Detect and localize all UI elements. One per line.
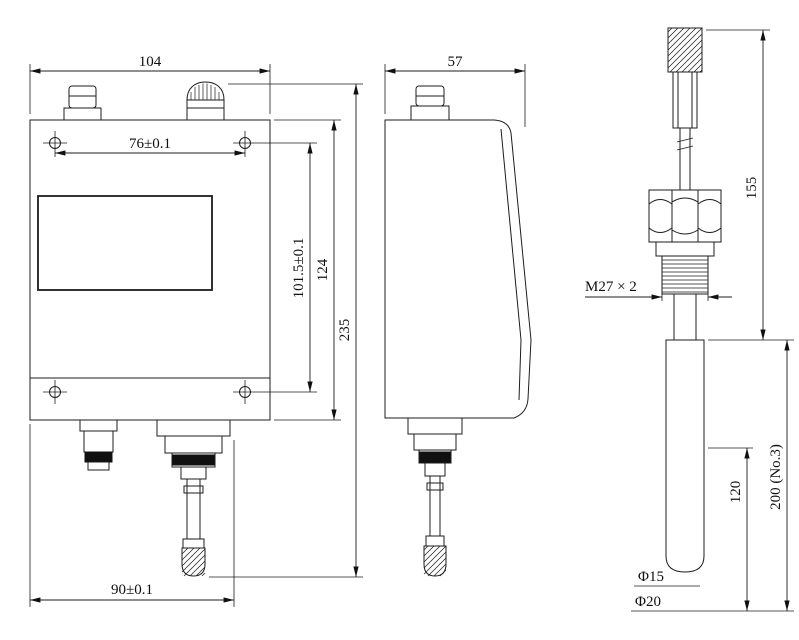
- dia-20-label: Φ20: [635, 594, 661, 610]
- dim-120-label: 120: [728, 481, 744, 504]
- dim-76-label: 76±0.1: [129, 136, 171, 152]
- collar: [655, 241, 715, 257]
- side-case-outline: [384, 119, 532, 419]
- dim-235-label: 235: [337, 319, 353, 342]
- thread-callout: M27 × 2: [585, 279, 732, 300]
- capillary-rod: [676, 128, 694, 190]
- dim-104-label: 104: [139, 54, 162, 70]
- cable-gland-top-right: [186, 81, 225, 121]
- cable-gland-bottom-left: [79, 419, 118, 471]
- dimension-depth-57: 57: [384, 54, 526, 127]
- probe-sheath: [665, 339, 705, 573]
- dimension-bottom-90: 90±0.1: [29, 424, 235, 607]
- dim-124-label: 124: [315, 258, 331, 281]
- hex-nut: [648, 189, 722, 243]
- mounting-hole-bottom-left: [43, 380, 67, 404]
- dimension-case-height-124: 124: [274, 119, 341, 421]
- dimension-total-height-235: 235: [209, 83, 363, 578]
- dia-15-label: Φ15: [638, 569, 664, 585]
- display-window: [37, 195, 213, 291]
- knurled-cap: [667, 27, 703, 73]
- dim-101-label: 101.5±0.1: [291, 238, 307, 299]
- dimension-hole-spacing-101: 101.5±0.1: [257, 142, 317, 393]
- dimension-insert-200: 200 (No.3): [631, 340, 794, 612]
- sensor-fitting-side: [407, 417, 463, 577]
- upper-cylinder: [672, 71, 698, 129]
- side-view: 57: [384, 54, 532, 577]
- dimension-hole-spacing-76: 76±0.1: [55, 136, 245, 156]
- probe-view: M27 × 2 155 120 200 (No.3) Φ15 Φ20: [585, 27, 794, 612]
- cover-seam-line: [500, 128, 522, 401]
- dimension-upper-155: 155: [706, 29, 794, 341]
- cable-gland-top-side: [410, 85, 450, 121]
- front-view: 104 76±0.1 90±0.1 101.5±0.1 124: [29, 54, 363, 607]
- stem: [673, 293, 697, 341]
- dimension-width-104: 104: [29, 54, 271, 114]
- dim-90-label: 90±0.1: [111, 582, 153, 598]
- case-outline: [29, 119, 271, 421]
- dim-57-label: 57: [448, 54, 464, 70]
- dim-200-label: 200 (No.3): [768, 444, 784, 510]
- thread-section: [661, 255, 709, 301]
- mounting-hole-top-right: [233, 131, 257, 157]
- mounting-hole-bottom-right: [233, 380, 257, 404]
- dim-155-label: 155: [744, 177, 760, 200]
- sensor-fitting-front: [156, 419, 231, 577]
- dimension-insert-120: 120: [708, 447, 753, 611]
- diameter-callouts: Φ15 Φ20: [634, 569, 700, 610]
- thread-label: M27 × 2: [585, 279, 637, 295]
- cable-gland-top-left: [63, 85, 102, 121]
